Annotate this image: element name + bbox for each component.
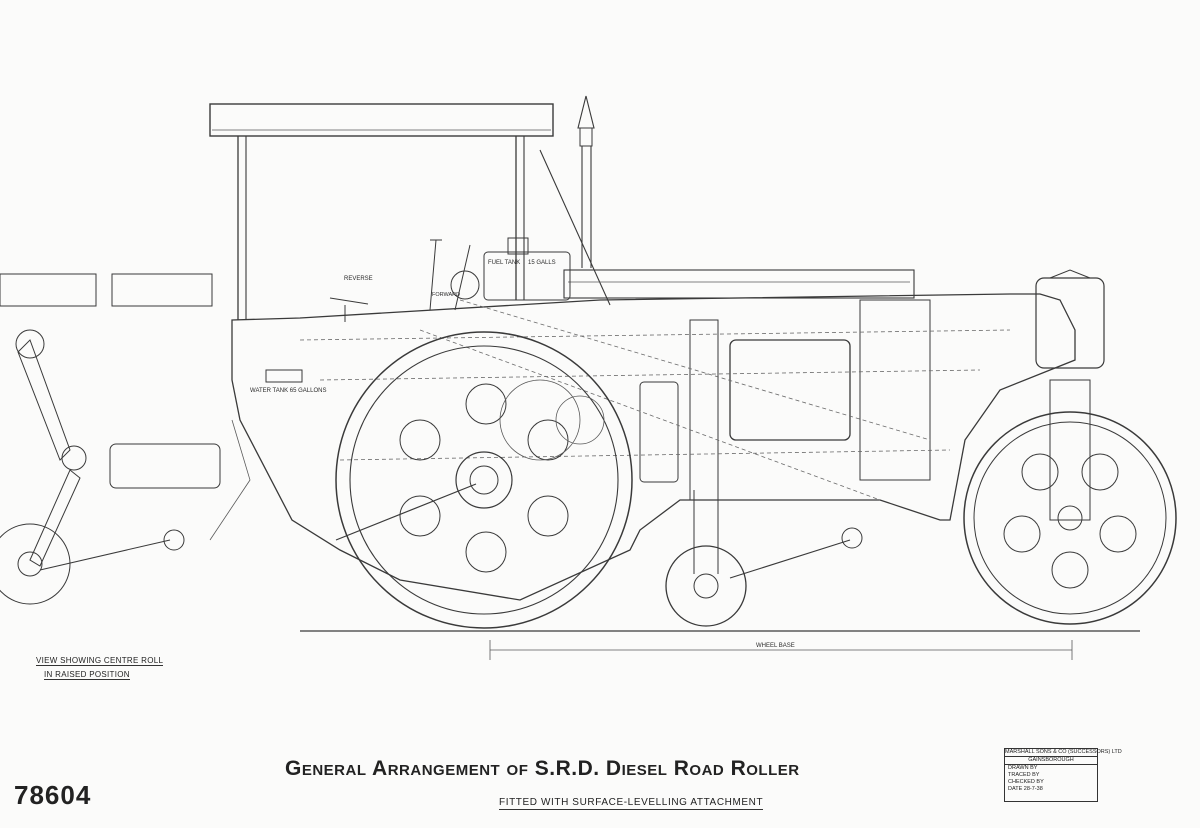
- title-block-traced-by: TRACED BY: [1008, 772, 1040, 778]
- fuel-tank-label: FUEL TANK: [488, 260, 520, 266]
- reverse-label: REVERSE: [344, 276, 373, 282]
- centre-roll: [665, 490, 863, 627]
- view-note-line1: VIEW SHOWING CENTRE ROLL: [36, 656, 164, 666]
- wheel-base-dimension: WHEEL BASE: [489, 640, 1073, 660]
- view-note-line2: IN RAISED POSITION: [44, 670, 130, 680]
- title-block-date-value: 28-7-38: [1023, 786, 1043, 792]
- title-block-date: DATE 28-7-38: [1005, 786, 1097, 793]
- forward-label: FORWARD: [432, 292, 460, 298]
- water-tank-label: WATER TANK 65 GALLONS: [250, 388, 326, 394]
- title-block-town: GAINSBOROUGH: [1005, 757, 1097, 765]
- main-body: [231, 269, 1076, 601]
- rear-driving-wheel: [335, 331, 633, 629]
- fuel-capacity-label: 15 GALLS: [528, 260, 556, 266]
- front-roller: [963, 269, 1177, 625]
- title-block-checked-by: CHECKED BY: [1008, 779, 1044, 785]
- wheel-base-label: WHEEL BASE: [756, 643, 795, 649]
- exhaust-stack: [577, 95, 595, 268]
- title-block-maker: MARSHALL SONS & CO (SUCCESSORS) LTD: [1005, 749, 1122, 757]
- raised-roll-detail: [0, 273, 251, 605]
- title-block-drawn-by: DRAWN BY: [1008, 765, 1038, 771]
- title-block-date-label: DATE: [1008, 786, 1023, 792]
- drawing-title: General Arrangement of S.R.D. Diesel Roa…: [285, 757, 800, 780]
- drawing-number: 78604: [14, 780, 92, 810]
- title-block: MARSHALL SONS & CO (SUCCESSORS) LTD GAIN…: [1004, 748, 1122, 802]
- fuel-tank-area: FUEL TANK 15 GALLS FORWARD REVERSE: [329, 237, 571, 322]
- drawing-subtitle: FITTED WITH SURFACE-LEVELLING ATTACHMENT: [499, 797, 764, 810]
- canopy: [209, 103, 611, 320]
- water-tank-area: WATER TANK 65 GALLONS: [250, 369, 326, 394]
